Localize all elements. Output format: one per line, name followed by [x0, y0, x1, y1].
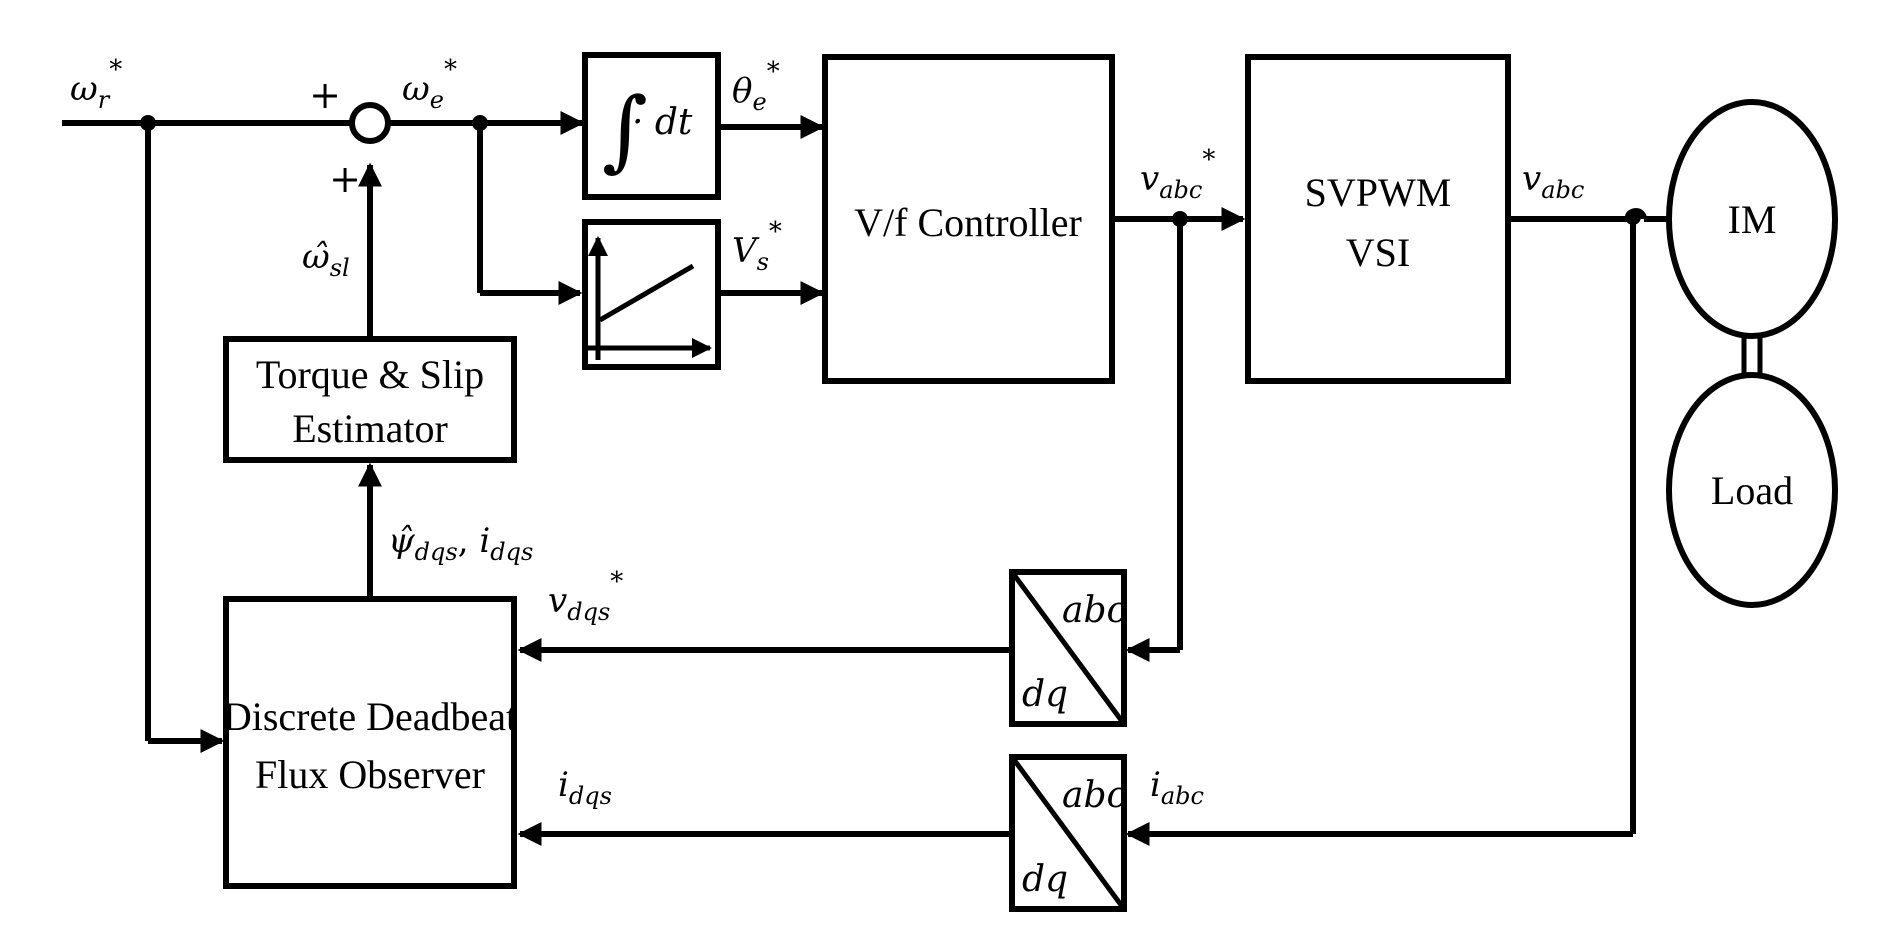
- summing-junction: + +: [309, 73, 391, 201]
- idqs-label-sub: dqs: [569, 782, 612, 810]
- svpwm-label-line1: SVPWM: [1305, 170, 1452, 215]
- junction-dot-wr: [140, 115, 156, 131]
- vabc-ref-sup: *: [1202, 145, 1215, 175]
- voltage-transform-bottom: dq: [1022, 674, 1068, 715]
- vdqs-ref-sup: *: [610, 567, 623, 597]
- voltage-transform-diagonal: [1009, 570, 1127, 726]
- vdqs-ref-base: v: [548, 581, 567, 621]
- signal-we-ref: ωe*: [402, 55, 457, 114]
- junction-dots: [140, 115, 1641, 227]
- junction-dot-vabc-ref: [1172, 211, 1188, 227]
- load-block: Load: [1666, 372, 1838, 608]
- idqs-sub: dqs: [490, 538, 533, 566]
- svpwm-box: [1245, 54, 1511, 384]
- observer-box: [223, 596, 517, 889]
- sum-sign-left: +: [329, 157, 361, 201]
- current-transform-bottom: dq: [1022, 859, 1068, 900]
- vf-curve-box: [582, 219, 721, 370]
- wr-ref-base: ω: [70, 69, 98, 109]
- signal-vs-ref: Vs*: [732, 217, 782, 276]
- integrator-box: [582, 52, 721, 200]
- observer-block: Discrete Deadbeat Flux Observer: [223, 596, 517, 889]
- iabc-base: i: [1150, 765, 1161, 805]
- idqs-label-base: i: [558, 765, 569, 805]
- junction-dot-current-sense: [1625, 209, 1641, 225]
- signal-vabc-ref: vabc*: [1140, 145, 1215, 204]
- load-ellipse: [1666, 372, 1838, 608]
- observer-label-line1: Discrete Deadbeat: [223, 694, 517, 739]
- voltage-transform-block: abc dq: [1009, 569, 1127, 727]
- motor-label: IM: [1728, 197, 1777, 242]
- wr-ref-sub: r: [98, 86, 111, 114]
- estimator-block: Torque & Slip Estimator: [223, 336, 517, 463]
- current-transform-top: abc: [1062, 775, 1127, 816]
- vs-ref-base: V: [732, 231, 760, 271]
- psi-base: ψ̂: [388, 521, 415, 561]
- vs-ref-sub: s: [757, 248, 769, 276]
- vf-curve-block: [582, 219, 721, 370]
- estimator-label-line1: Torque & Slip: [256, 352, 484, 397]
- vabc-base: v: [1522, 159, 1541, 199]
- vf-controller-block: V/f Controller: [822, 54, 1115, 384]
- vabc-sub: abc: [1541, 176, 1584, 204]
- motor-block: IM: [1666, 99, 1838, 339]
- idqs-base: i: [479, 521, 490, 561]
- estimator-label-line2: Estimator: [292, 406, 448, 451]
- theta-ref-base: θ: [732, 71, 752, 111]
- estimator-box: [223, 336, 517, 463]
- we-ref-sup: *: [444, 55, 457, 85]
- theta-ref-sup: *: [767, 57, 780, 87]
- wsl-hat-sub: sl: [330, 254, 350, 282]
- observer-label-line2: Flux Observer: [255, 752, 485, 797]
- junction-dot-we: [472, 115, 488, 131]
- integrator-block: ∫ · dt: [582, 52, 721, 200]
- sum-sign-top: +: [309, 73, 341, 117]
- psi-separator: ,: [458, 521, 480, 561]
- signal-vabc: vabc: [1522, 159, 1584, 204]
- vf-controller-label: V/f Controller: [854, 200, 1082, 245]
- svpwm-vsi-block: SVPWM VSI: [1245, 54, 1511, 384]
- signal-iabc: iabc: [1150, 765, 1204, 810]
- signal-idqs: idqs: [558, 765, 612, 810]
- vabc-ref-base: v: [1140, 159, 1159, 199]
- signal-psi-idqs: ψ̂dqs, idqs: [388, 521, 533, 566]
- load-label: Load: [1711, 468, 1793, 513]
- signal-theta-ref: θe*: [732, 57, 780, 116]
- we-ref-sub: e: [430, 86, 444, 114]
- vs-ref-sup: *: [769, 217, 782, 247]
- theta-ref-sub: e: [752, 88, 766, 116]
- iabc-sub: abc: [1161, 782, 1204, 810]
- signal-wsl-hat: ω̂sl: [302, 237, 350, 282]
- integrator-dt: · dt: [632, 102, 693, 143]
- summing-circle: [349, 102, 391, 144]
- current-transform-diagonal: [1009, 755, 1127, 911]
- psi-sub: dqs: [415, 538, 458, 566]
- vf-curve-line: [598, 263, 695, 323]
- current-transform-block: abc dq: [1009, 754, 1127, 912]
- vabc-ref-sub: abc: [1159, 176, 1202, 204]
- signal-wires: [62, 111, 1763, 846]
- integral-symbol: ∫: [602, 78, 648, 181]
- vf-controller-box: [822, 54, 1115, 384]
- wr-ref-sup: *: [109, 55, 122, 85]
- voltage-transform-top: abc: [1062, 590, 1127, 631]
- svpwm-label-line2: VSI: [1346, 230, 1410, 275]
- signal-vdqs-ref: vdqs*: [548, 567, 623, 626]
- signal-wr-ref: ωr*: [70, 55, 122, 114]
- vdqs-ref-sub: dqs: [567, 598, 610, 626]
- motor-ellipse: [1666, 99, 1838, 339]
- wsl-hat-base: ω̂: [302, 237, 330, 277]
- we-ref-base: ω: [402, 69, 430, 109]
